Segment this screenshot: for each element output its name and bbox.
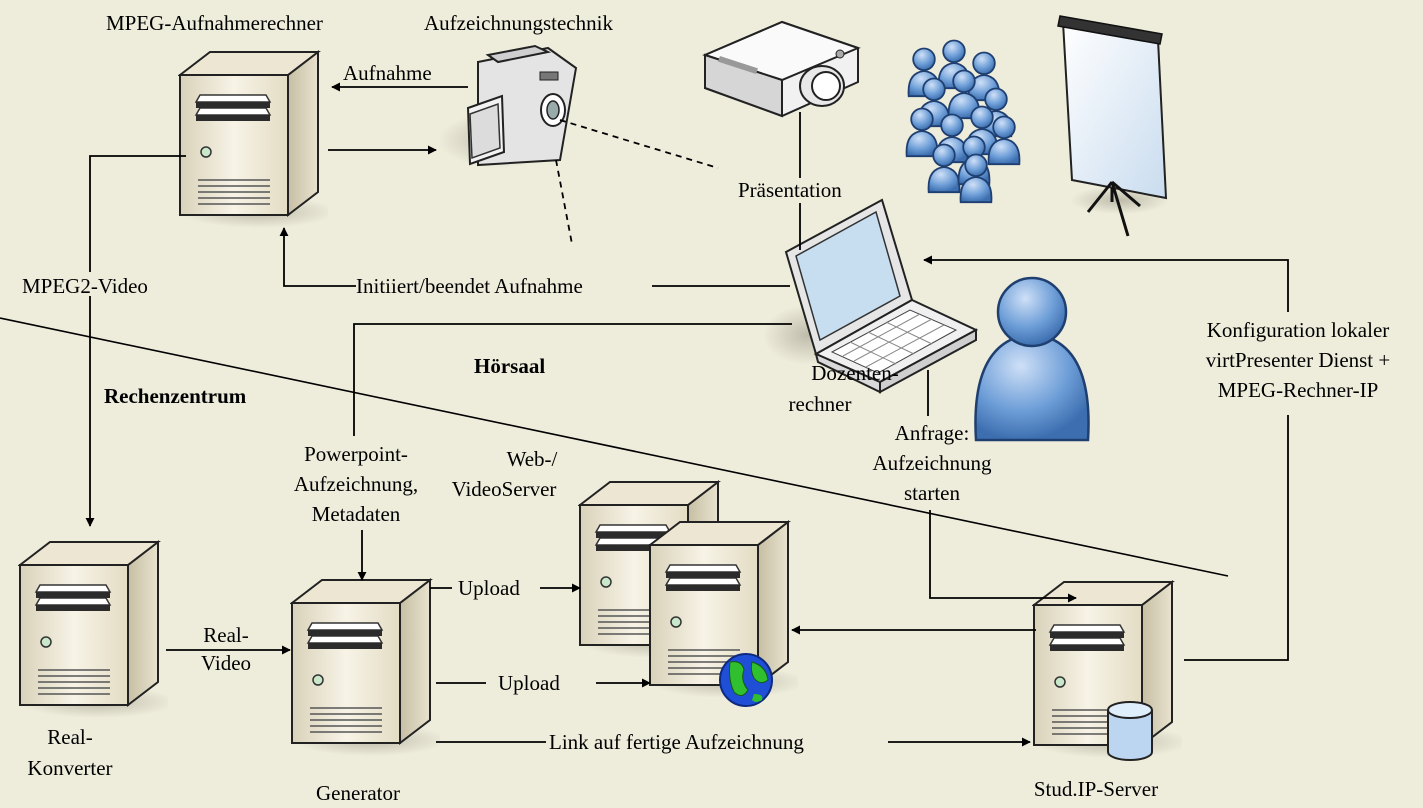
mpeg2-video-label: MPEG2-Video	[22, 274, 148, 298]
ppt-label-line2: Aufzeichnung,	[294, 472, 418, 496]
camcorder-icon	[438, 44, 578, 168]
real-converter-label-line1: Real-	[47, 725, 92, 749]
upload-label-1: Upload	[458, 576, 520, 600]
audience-icon	[905, 39, 1021, 204]
real-video-label-line2: Video	[201, 651, 251, 675]
request-label-line2: Aufzeichnung	[873, 451, 992, 475]
real-video-label-line1: Real-	[203, 623, 248, 647]
generator-server-icon	[291, 579, 440, 757]
projection-screen-icon	[1057, 15, 1170, 237]
recording-tech-label: Aufzeichnungstechnik	[424, 11, 613, 35]
lecture-hall-label: Hörsaal	[474, 354, 545, 378]
user-icon	[974, 276, 1090, 442]
computing-center-label: Rechenzentrum	[104, 384, 247, 408]
database-icon	[1107, 701, 1153, 761]
connectors	[0, 82, 1289, 747]
config-label-line3: MPEG-Rechner-IP	[1218, 378, 1379, 402]
zone-separator-line	[0, 317, 1229, 577]
lecturer-pc-label-line1: Dozenten-	[811, 361, 898, 385]
config-label-line1: Konfiguration lokaler	[1207, 318, 1390, 342]
webserver-label-line2: VideoServer	[452, 477, 557, 501]
real-converter-server-icon	[19, 541, 168, 719]
request-label-line3: starten	[904, 481, 960, 505]
generator-label: Generator	[316, 781, 400, 805]
projector-icon	[702, 20, 861, 118]
request-label-line1: Anfrage:	[895, 421, 970, 445]
mpeg-recorder-server-icon	[179, 51, 328, 229]
studip-server-label: Stud.IP-Server	[1034, 777, 1158, 801]
recording-label: Aufnahme	[343, 61, 432, 85]
real-converter-label-line2: Konverter	[27, 756, 112, 780]
lecturer-pc-label-line2: rechner	[789, 392, 852, 416]
laptop-icon	[763, 198, 979, 394]
link-finished-label: Link auf fertige Aufzeichnung	[549, 730, 804, 754]
webserver-label-line1: Web-/	[507, 447, 558, 471]
mpeg-recorder-label: MPEG-Aufnahmerechner	[106, 11, 323, 35]
config-label-line2: virtPresenter Dienst +	[1206, 348, 1390, 372]
ppt-label-line3: Metadaten	[312, 502, 401, 526]
ppt-label-line1: Powerpoint-	[304, 442, 408, 466]
init-stop-label: Initiiert/beendet Aufnahme	[356, 274, 583, 298]
globe-icon	[719, 653, 773, 707]
upload-label-2: Upload	[498, 671, 560, 695]
presentation-label: Präsentation	[738, 178, 842, 202]
